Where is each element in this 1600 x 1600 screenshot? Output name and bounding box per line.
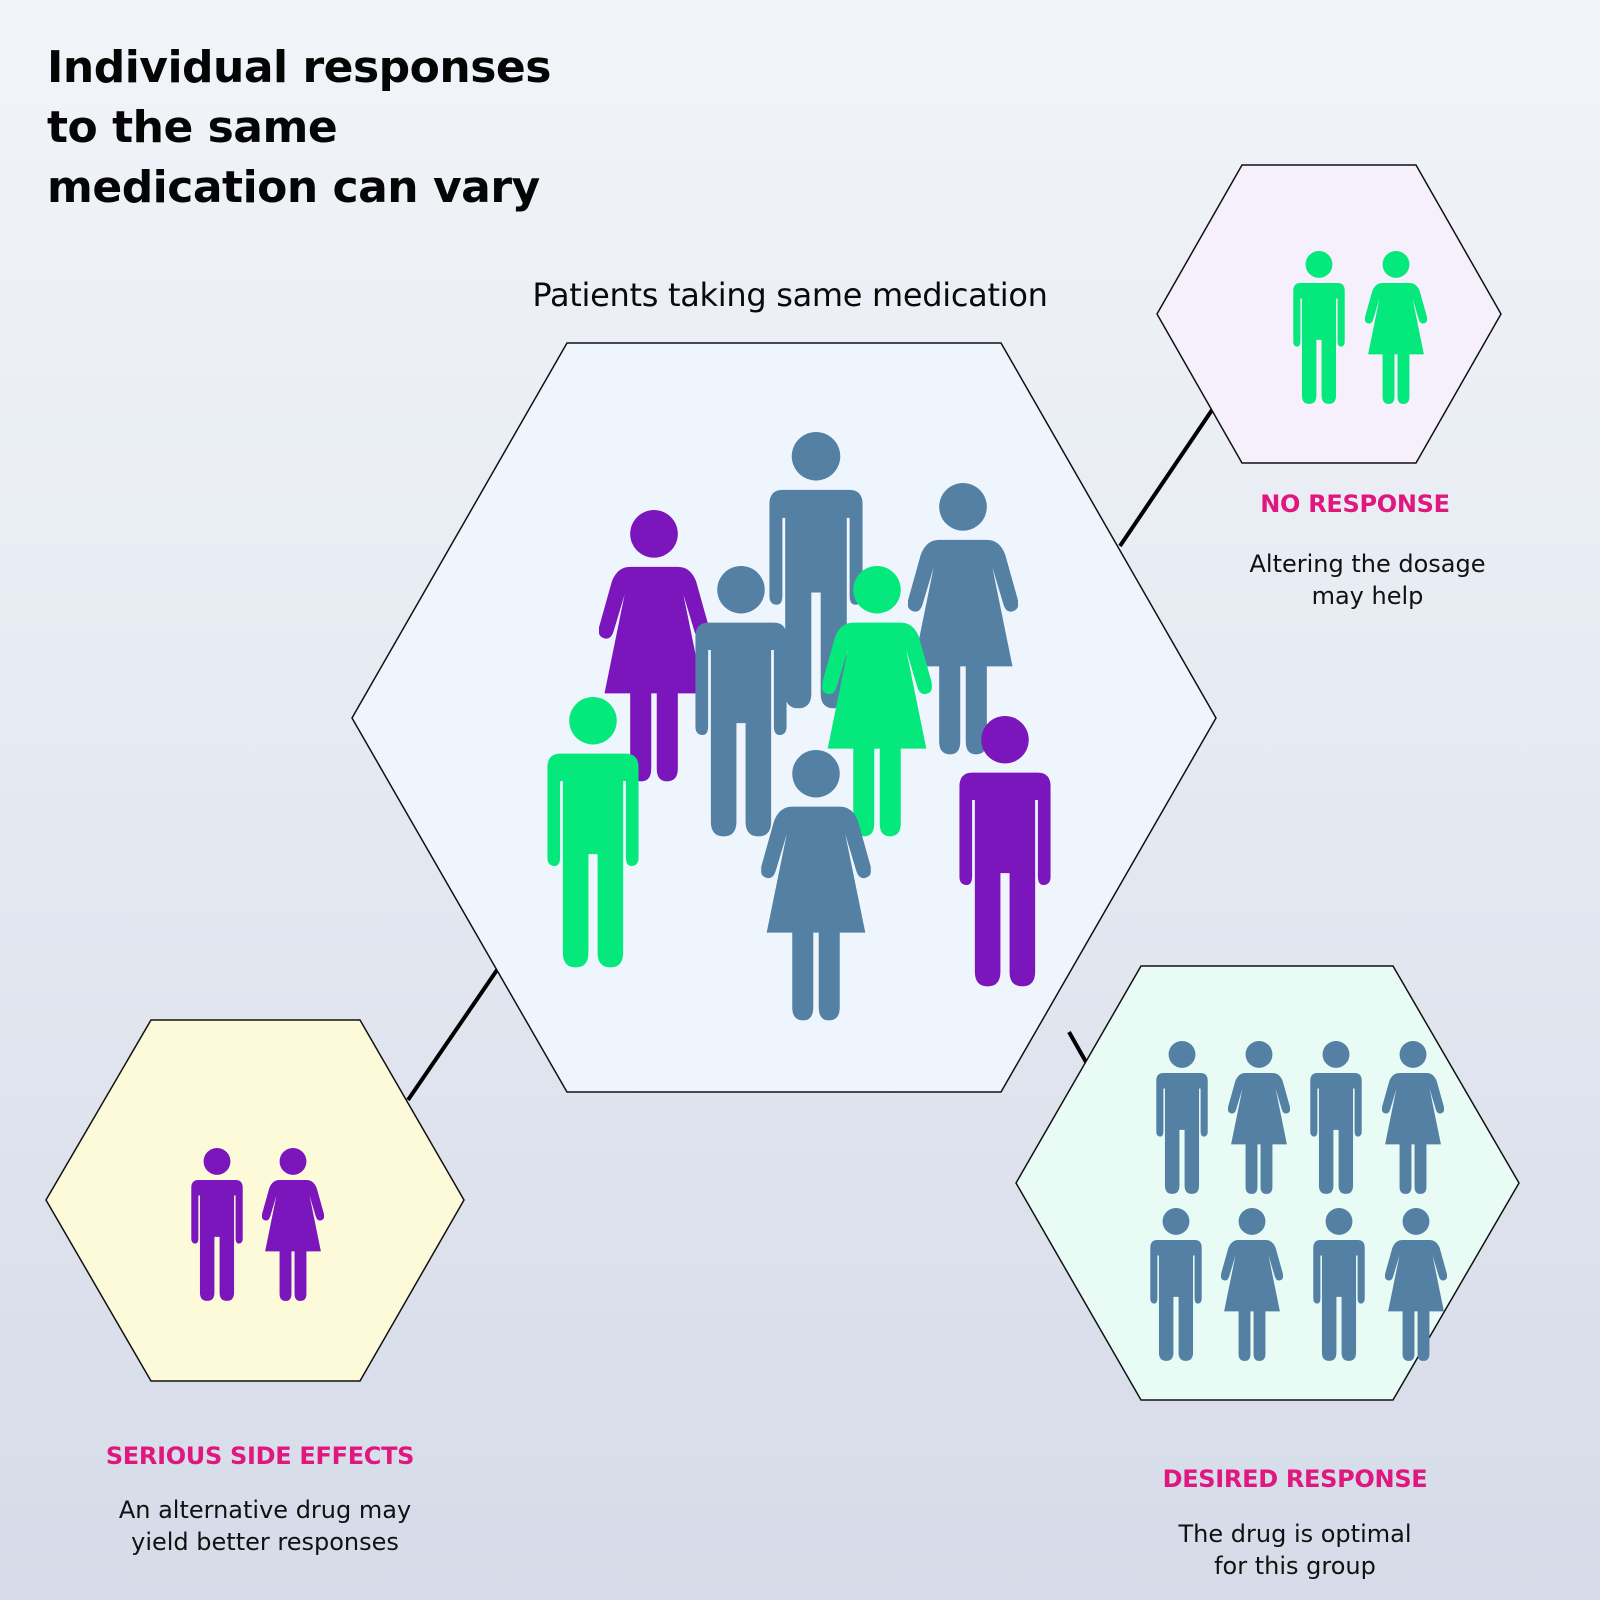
connector-no-response <box>1118 408 1214 548</box>
side-effects-label: SERIOUS SIDE EFFECTS <box>105 1442 415 1470</box>
no-response-description-line-1: Altering the dosage <box>1249 550 1486 578</box>
no-response-description-line-2: may help <box>1311 582 1424 610</box>
hexagon-serious-side-effects <box>45 1019 465 1382</box>
title-line-3: medication can vary <box>47 162 540 213</box>
side-effects-description-line-2: yield better responses <box>131 1528 399 1556</box>
no-response-label: NO RESPONSE <box>1260 490 1450 518</box>
desired-response-description-line-1: The drug is optimal <box>1178 1520 1412 1548</box>
side-effects-description-line-1: An alternative drug may <box>118 1496 412 1524</box>
title-line-1: Individual responses <box>47 42 551 93</box>
side-effects-description: An alternative drug may yield better res… <box>40 1494 490 1558</box>
center-group-title: Patients taking same medication <box>532 276 1048 314</box>
no-response-description: Altering the dosage may help <box>1150 548 1585 612</box>
page-title: Individual responses to the same medicat… <box>47 38 647 218</box>
desired-response-description-line-2: for this group <box>1214 1552 1376 1580</box>
title-line-2: to the same <box>47 102 338 153</box>
desired-response-description: The drug is optimal for this group <box>1080 1518 1510 1582</box>
desired-response-label: DESIRED RESPONSE <box>1162 1465 1428 1493</box>
connector-side-effects <box>406 968 499 1102</box>
